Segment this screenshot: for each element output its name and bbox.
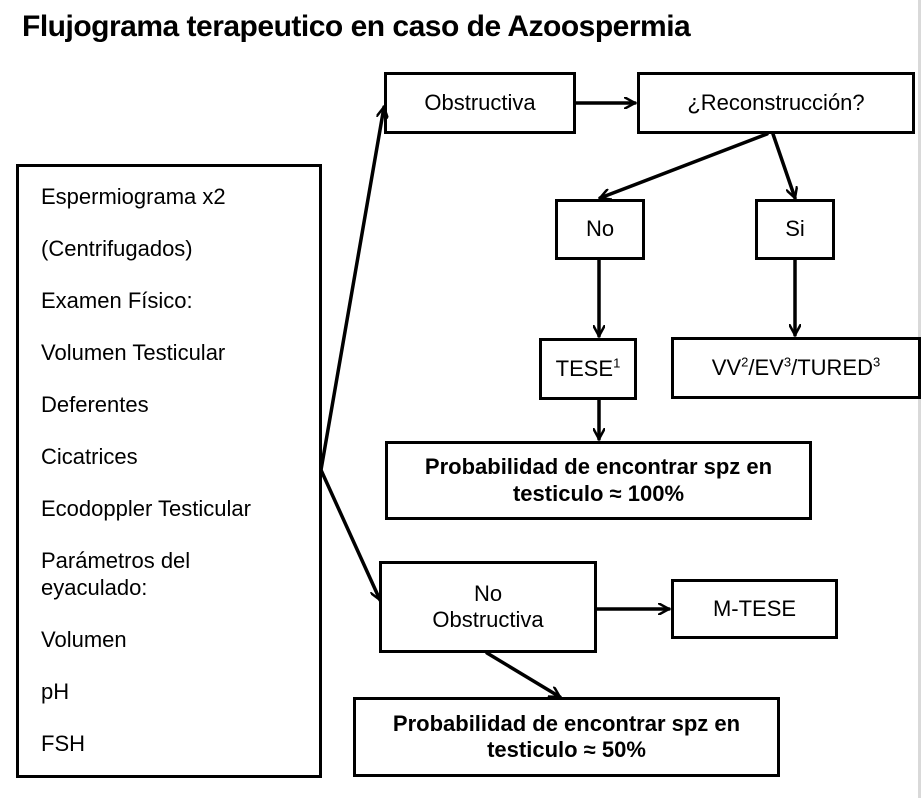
node-label-line: Probabilidad de encontrar spz en	[424, 454, 773, 480]
node-text: /EV	[748, 354, 784, 380]
node-label: Obstructiva	[424, 89, 536, 115]
node-label: VV2/EV3/TURED3	[712, 355, 880, 381]
node-label: No	[585, 216, 615, 242]
node-label: Si	[785, 216, 805, 242]
node-no: No	[555, 199, 645, 260]
node-text: /TURED	[791, 354, 873, 380]
criteria-item: Cicatrices	[41, 444, 138, 469]
footnote-marker: 2	[741, 354, 749, 370]
node-label: ¿Reconstrucción?	[687, 89, 865, 115]
node-vv-ev-tured: VV2/EV3/TURED3	[671, 337, 921, 399]
criteria-item: Parámetros del eyaculado:	[41, 548, 191, 600]
criteria-item: pH	[41, 679, 70, 704]
criteria-item: Deferentes	[41, 392, 149, 417]
node-label-line: No	[473, 580, 503, 606]
criteria-item: Volumen Testicular	[41, 340, 226, 365]
node-reconstruccion: ¿Reconstrucción?	[637, 72, 915, 134]
arrow-to-no-obstructiva	[319, 468, 380, 600]
arrow-to-obstructiva	[319, 107, 384, 472]
node-obstructiva: Obstructiva	[384, 72, 576, 134]
node-probability-50: Probabilidad de encontrar spz en testicu…	[353, 697, 780, 777]
footnote-marker: 1	[613, 355, 621, 371]
arrow-no-obstructiva-to-probability-50	[485, 651, 560, 699]
diagnostic-criteria-box: Espermiograma x2 (Centrifugados) Examen …	[16, 164, 322, 778]
arrow-reconstruccion-to-no	[600, 132, 769, 198]
criteria-item: FSH	[41, 731, 85, 756]
arrow-reconstruccion-to-si	[771, 132, 795, 198]
node-m-tese: M-TESE	[671, 579, 838, 639]
diagram-title: Flujograma terapeutico en caso de Azoosp…	[22, 10, 691, 43]
criteria-item: (Centrifugados)	[41, 236, 193, 261]
criteria-item: Examen Físico:	[41, 288, 193, 313]
node-probability-100: Probabilidad de encontrar spz en testicu…	[385, 441, 812, 520]
node-text: TESE	[555, 355, 614, 381]
criteria-item: Volumen	[41, 627, 127, 652]
node-si: Si	[755, 199, 835, 260]
page-edge-divider	[918, 0, 921, 798]
footnote-marker: 3	[872, 354, 881, 370]
node-label-line: testiculo ≈ 50%	[487, 737, 646, 762]
node-tese: TESE1	[539, 338, 637, 400]
node-label: M-TESE	[712, 595, 797, 621]
node-label-line: testiculo ≈ 100%	[512, 480, 685, 506]
footnote-marker: 3	[783, 354, 792, 370]
node-label: TESE1	[556, 356, 621, 382]
node-text: VV	[711, 354, 742, 380]
node-label-line: Obstructiva	[432, 607, 544, 632]
criteria-item: Espermiograma x2	[41, 184, 226, 209]
criteria-item: Ecodoppler Testicular	[41, 496, 251, 521]
node-label-line: Probabilidad de encontrar spz en	[392, 710, 741, 736]
node-no-obstructiva: No Obstructiva	[379, 561, 597, 653]
